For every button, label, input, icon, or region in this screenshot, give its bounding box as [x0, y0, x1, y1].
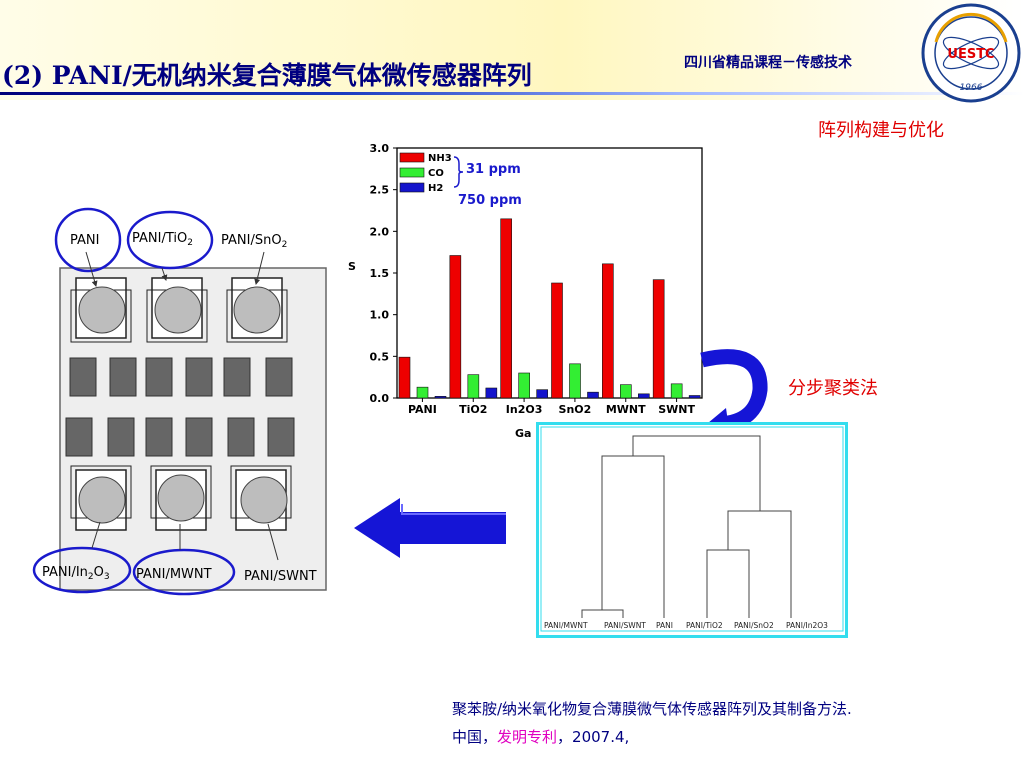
bar-co-pani — [416, 386, 429, 399]
annotation-31ppm: 31 ppm — [466, 162, 521, 177]
y-tick-label: 0.5 — [370, 350, 390, 363]
y-tick-label: 1.0 — [370, 309, 390, 322]
reference-suffix: ，2007.4, — [557, 728, 630, 746]
highlight-circle-tio2 — [126, 210, 214, 270]
reference-line-1: 聚苯胺/纳米氧化物复合薄膜微气体传感器阵列及其制备方法. — [452, 700, 852, 718]
bar-nh3-pani — [398, 356, 411, 399]
patent-type: 发明专利 — [497, 728, 558, 746]
left-arrow — [354, 498, 506, 558]
sensor-cell-top-2 — [146, 277, 208, 343]
dendrogram-leaf-labels: PANI/MWNT PANI/SWNT PANI PANI/TiO2 PANI/… — [544, 621, 828, 630]
chart-bars — [398, 218, 701, 399]
y-tick-label: 2.0 — [370, 225, 390, 238]
logo-year: 1966 — [960, 83, 983, 93]
bar-co-tio2 — [467, 374, 480, 399]
y-tick-label: 0.0 — [370, 392, 390, 405]
x-tick-label: In2O3 — [506, 403, 543, 416]
x-tick-label: MWNT — [606, 403, 646, 416]
contact-pads — [65, 357, 295, 457]
bar-co-sno2 — [569, 363, 581, 399]
legend-brace — [453, 156, 464, 188]
title-underline — [0, 92, 1024, 95]
x-tick-label: SWNT — [658, 403, 695, 416]
bar-co-swnt — [670, 383, 683, 399]
reference-prefix: 中国， — [452, 728, 498, 746]
bar-h2-mwnt — [638, 393, 650, 399]
reference-line-2: 中国，发明专利，2007.4, — [452, 726, 629, 747]
section-subtitle: 阵列构建与优化 — [818, 120, 944, 141]
svg-text:PANI: PANI — [656, 621, 673, 630]
course-name: 四川省精品课程－传感技术 — [684, 55, 852, 71]
bar-co-in2o3 — [518, 372, 530, 399]
university-logo: UESTC 1966 — [921, 3, 1021, 103]
bar-nh3-in2o3 — [500, 218, 512, 399]
y-tick-label: 2.5 — [370, 184, 390, 197]
x-tick-label: PANI — [408, 403, 437, 416]
legend-label-h2: H2 — [428, 183, 443, 194]
bar-h2-tio2 — [485, 387, 498, 399]
bar-h2-in2o3 — [536, 389, 548, 399]
svg-text:PANI/SWNT: PANI/SWNT — [604, 621, 646, 630]
sensor-cell-bottom-1 — [70, 465, 132, 531]
bar-h2-sno2 — [587, 391, 599, 399]
slide-title: (2) PANI/无机纳米复合薄膜气体微传感器阵列 — [2, 61, 532, 90]
legend-swatch-nh3 — [399, 152, 425, 163]
bar-co-mwnt — [620, 384, 632, 399]
legend-label-co: CO — [428, 168, 444, 179]
legend-label-nh3: NH3 — [428, 153, 452, 164]
label-pani-sno2: PANI/SnO2 — [221, 233, 287, 250]
sensor-cell-bottom-2 — [150, 465, 212, 531]
cluster-dendrogram: PANI/MWNT PANI/SWNT PANI PANI/TiO2 PANI/… — [536, 422, 848, 638]
label-pani: PANI — [70, 233, 99, 248]
y-tick-label: 1.5 — [370, 267, 390, 280]
title-bar-background — [0, 0, 1024, 100]
stepwise-clustering-label: 分步聚类法 — [788, 378, 878, 399]
highlight-circle-pani — [54, 207, 122, 273]
bar-nh3-mwnt — [602, 263, 614, 399]
svg-text:PANI/In2O3: PANI/In2O3 — [786, 621, 828, 630]
label-pani-tio2: PANI/TiO2 — [132, 231, 193, 248]
x-tick-label: TiO2 — [459, 403, 487, 416]
legend-swatch-h2 — [399, 182, 425, 193]
sensor-array-diagram: PANI PANI/TiO2 PANI/SnO2 PANI/In2O3 PANI… — [32, 207, 327, 596]
bar-nh3-sno2 — [551, 282, 563, 399]
svg-text:PANI/TiO2: PANI/TiO2 — [686, 621, 723, 630]
bar-nh3-tio2 — [449, 255, 462, 399]
sensor-cell-top-1 — [70, 277, 132, 343]
y-tick-label: 3.0 — [370, 142, 390, 155]
bar-h2-pani — [434, 396, 447, 399]
label-pani-swnt: PANI/SWNT — [244, 569, 317, 584]
dendrogram-branches — [581, 435, 792, 618]
x-tick-label: SnO2 — [559, 403, 592, 416]
chart-xlabel: Ga — [515, 427, 531, 440]
svg-text:PANI/MWNT: PANI/MWNT — [544, 621, 588, 630]
plot-frame — [396, 147, 703, 399]
bar-h2-swnt — [688, 395, 701, 399]
label-pani-in2o3: PANI/In2O3 — [42, 565, 110, 582]
bar-nh3-swnt — [652, 279, 665, 399]
svg-text:PANI/SnO2: PANI/SnO2 — [734, 621, 774, 630]
sensor-cell-bottom-3 — [230, 465, 292, 531]
highlight-circle-mwnt — [132, 548, 236, 596]
chart-ylabel: S — [348, 260, 356, 273]
label-pani-mwnt: PANI/MWNT — [136, 567, 212, 582]
highlight-circle-in2o3 — [32, 546, 132, 594]
sensor-cell-top-3 — [226, 277, 288, 343]
legend-swatch-co — [399, 167, 425, 178]
annotation-750ppm: 750 ppm — [458, 193, 522, 208]
logo-text: UESTC — [947, 47, 994, 62]
